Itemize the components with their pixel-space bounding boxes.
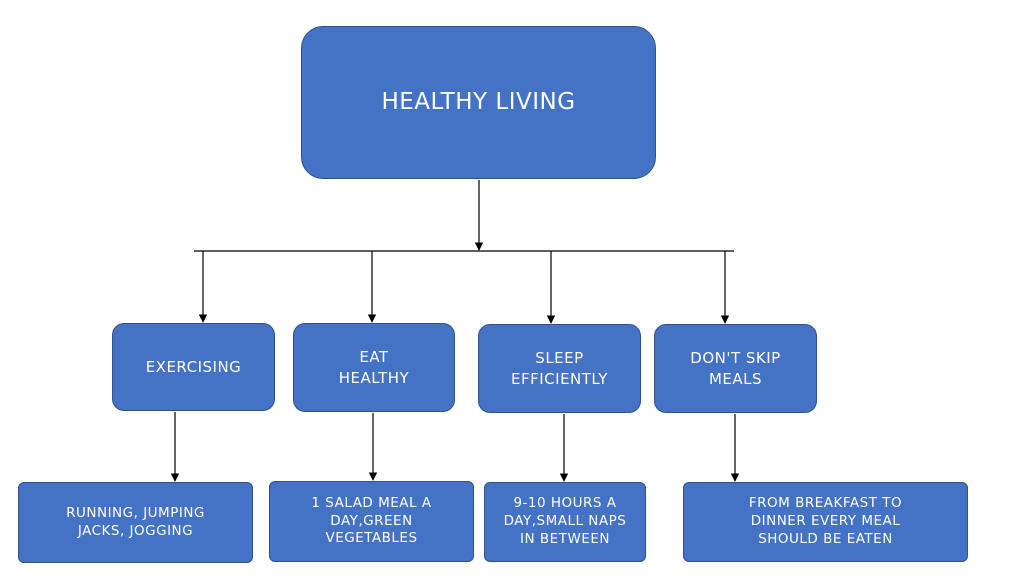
detail-label-eat-healthy: 1 SALAD MEAL A DAY,GREEN VEGETABLES [311, 494, 432, 547]
detail-node-exercising: RUNNING, JUMPING JACKS, JOGGING [18, 482, 253, 563]
detail-label-exercising: RUNNING, JUMPING JACKS, JOGGING [66, 504, 205, 539]
category-label-eat-healthy: EAT HEALTHY [338, 348, 410, 387]
root-node-healthy-living: HEALTHY LIVING [301, 26, 656, 179]
category-label-dont-skip-meals: DON'T SKIP MEALS [690, 349, 781, 388]
detail-node-sleep: 9-10 HOURS A DAY,SMALL NAPS IN BETWEEN [484, 482, 646, 562]
category-node-dont-skip-meals: DON'T SKIP MEALS [654, 324, 817, 413]
category-node-eat-healthy: EAT HEALTHY [293, 323, 455, 412]
category-label-exercising: EXERCISING [145, 357, 242, 376]
category-node-sleep-efficiently: SLEEP EFFICIENTLY [478, 324, 641, 413]
detail-label-meals: FROM BREAKFAST TO DINNER EVERY MEAL SHOU… [748, 495, 903, 547]
root-node-label: HEALTHY LIVING [381, 88, 576, 115]
detail-node-eat-healthy: 1 SALAD MEAL A DAY,GREEN VEGETABLES [269, 481, 474, 562]
detail-node-meals: FROM BREAKFAST TO DINNER EVERY MEAL SHOU… [683, 482, 968, 562]
detail-label-sleep: 9-10 HOURS A DAY,SMALL NAPS IN BETWEEN [503, 495, 627, 547]
category-label-sleep-efficiently: SLEEP EFFICIENTLY [511, 349, 608, 388]
category-node-exercising: EXERCISING [112, 323, 275, 411]
